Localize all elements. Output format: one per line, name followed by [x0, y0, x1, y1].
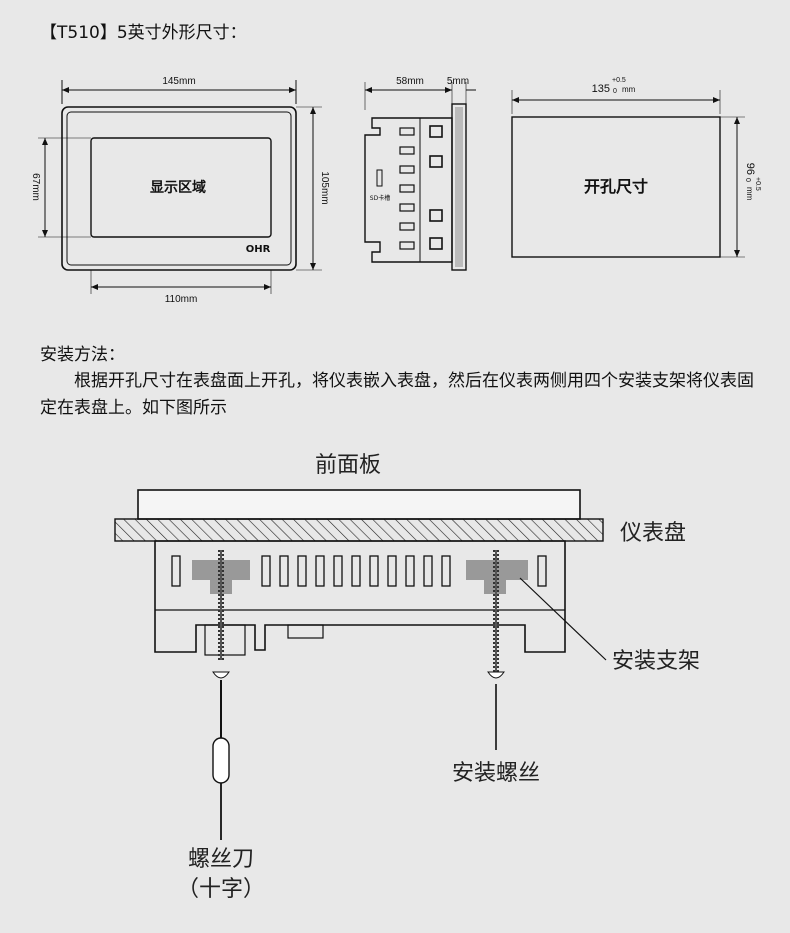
tol-cutout-width-zero: 0: [613, 88, 617, 95]
unit-cutout-height: mm: [745, 187, 754, 201]
screwdriver: [212, 671, 230, 840]
dim-depth: 58mm: [396, 76, 424, 87]
method-title: 安装方法：: [40, 345, 125, 365]
front-panel: [137, 489, 581, 520]
ohr-logo: OHR: [246, 244, 271, 255]
dim-panel-thickness: 5mm: [447, 76, 469, 87]
display-area-label: 显示区域: [150, 179, 206, 196]
tol-cutout-width-plus: +0.5: [612, 77, 626, 84]
dim-height-right: 105mm: [319, 171, 330, 204]
dim-height-left: 67mm: [30, 173, 41, 201]
tol-cutout-height-zero: 0: [744, 178, 751, 182]
dim-cutout-height: 96: [744, 163, 756, 175]
method-text: 根据开孔尺寸在表盘面上开孔，将仪表嵌入表盘，然后在仪表两侧用四个安装支架将仪表固…: [40, 371, 754, 418]
screw-label: 安装螺丝: [452, 761, 540, 786]
cutout-label: 开孔尺寸: [584, 177, 648, 196]
sd-slot-label: SD卡槽: [370, 194, 390, 202]
meter-panel-label: 仪表盘: [620, 521, 686, 546]
cutout-view: 135 +0.5 0 mm 开孔尺寸 96 +0.5 0 mm: [511, 77, 761, 258]
meter-panel: [114, 518, 604, 542]
screwdriver-type-label: （十字）: [177, 877, 265, 902]
meter-body: [154, 540, 566, 653]
vent-slots: [171, 555, 547, 587]
dim-width-display: 110mm: [165, 294, 198, 305]
bracket-label: 安装支架: [612, 649, 700, 674]
bracket-right: [466, 550, 528, 679]
front-view: 145mm 显示区域 OHR 67mm 105mm 110mm: [30, 76, 330, 305]
bracket-left: [192, 550, 250, 660]
installation-diagram: 前面板 仪表盘: [114, 453, 700, 902]
dim-cutout-width: 135: [592, 83, 610, 95]
dim-width-front: 145mm: [162, 76, 195, 87]
front-panel-label: 前面板: [315, 453, 381, 478]
tol-cutout-height-plus: +0.5: [754, 177, 761, 191]
page-heading: 【T510】5英寸外形尺寸：: [40, 23, 247, 43]
unit-cutout-width: mm: [622, 85, 636, 94]
screwdriver-label: 螺丝刀: [188, 847, 254, 872]
side-view: 58mm 5mm SD卡槽: [364, 76, 476, 271]
